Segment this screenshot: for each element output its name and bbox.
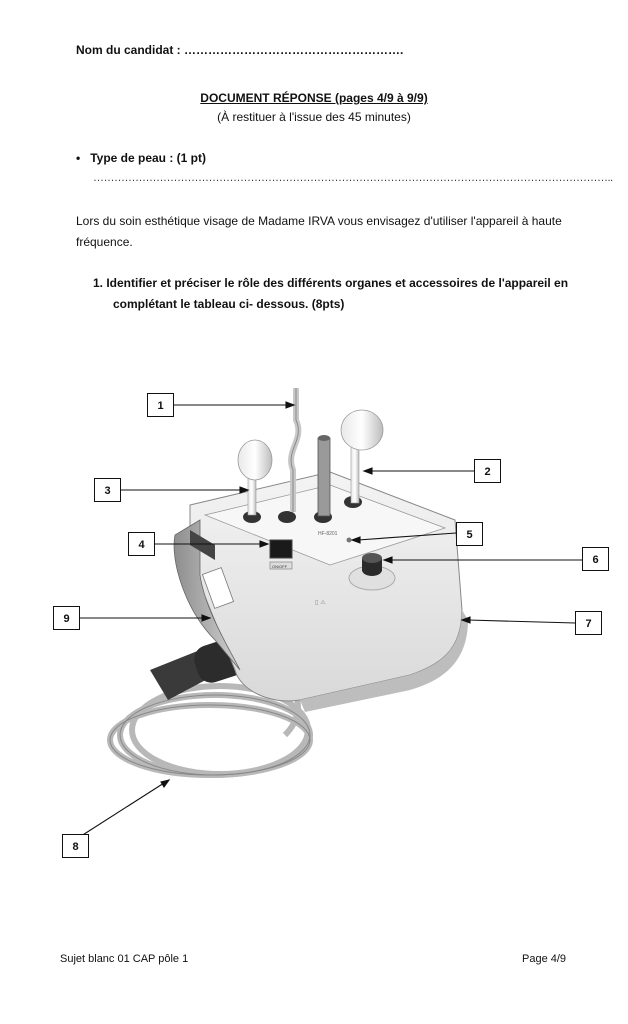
label-3: 3	[94, 478, 121, 502]
label-5: 5	[456, 522, 483, 546]
switch-marking: ON/OFF	[272, 564, 288, 569]
label-8: 8	[62, 834, 89, 858]
question-line-1: 1. Identifier et préciser le rôle des di…	[93, 276, 569, 290]
question-line-2: complétant le tableau ci- dessous. (8pts…	[113, 297, 345, 311]
document-title: DOCUMENT RÉPONSE (pages 4/9 à 9/9)	[200, 91, 428, 105]
device-body: HF-8201 ON/OFF ▯ ⚠	[173, 471, 468, 712]
leader-lines	[77, 401, 582, 839]
page-number: Page 4/9	[522, 953, 567, 965]
footer-left: Sujet blanc 01 CAP pôle 1	[60, 953, 189, 965]
glass-electrodes	[237, 388, 384, 517]
skin-type-label: Type de peau : (1 pt)	[90, 151, 206, 165]
intro-line-1: Lors du soin esthétique visage de Madame…	[76, 214, 562, 228]
answer-dotted-line: ……………………………………………………………………………………………………………	[93, 172, 613, 184]
intro-line-2: fréquence.	[76, 235, 133, 249]
label-7: 7	[575, 611, 602, 635]
svg-text:▯ ⚠: ▯ ⚠	[315, 599, 326, 606]
label-4: 4	[128, 532, 155, 556]
label-6: 6	[582, 547, 609, 571]
candidate-line: Nom du candidat : ……………………………………………….	[76, 43, 404, 57]
bullet: •	[76, 151, 81, 165]
label-1: 1	[147, 393, 174, 417]
label-2: 2	[474, 459, 501, 483]
panel-marking: HF-8201	[318, 531, 338, 537]
label-9: 9	[53, 606, 80, 630]
skin-type-question: • Type de peau : (1 pt)	[76, 151, 206, 165]
document-subtitle: (À restituer à l'issue des 45 minutes)	[217, 110, 411, 124]
